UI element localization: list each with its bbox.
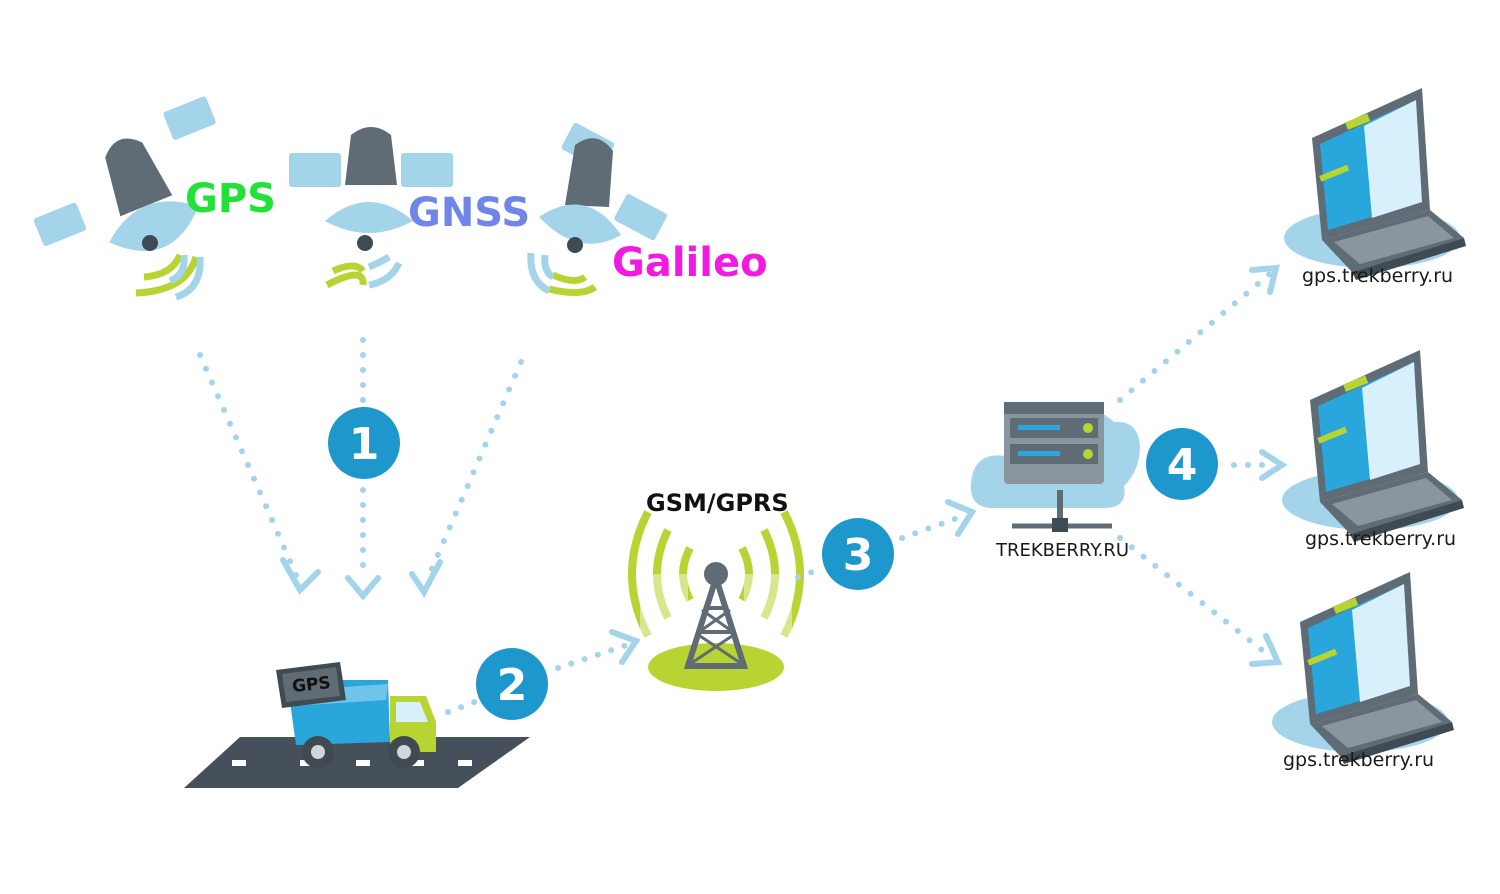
step-2-number: 2	[497, 660, 528, 711]
vehicle-tracker	[184, 662, 530, 788]
server-to-clients-arrows	[1117, 264, 1288, 667]
server-cloud	[970, 402, 1140, 532]
server-label: TREKBERRY.RU	[995, 540, 1129, 561]
step-2-badge: 2	[476, 648, 548, 720]
step-3-number: 3	[843, 530, 874, 581]
gsm-tower	[628, 510, 804, 691]
truck-gps-badge: GPS	[291, 673, 332, 697]
galileo-label: Galileo	[612, 240, 768, 286]
galileo-satellite	[527, 122, 668, 296]
gps-satellite	[33, 95, 217, 301]
step-3-badge: 3	[822, 518, 894, 590]
step-1-badge: 1	[328, 407, 400, 479]
client-laptop-1	[1284, 88, 1466, 280]
gps-label: GPS	[185, 176, 276, 222]
step-4-badge: 4	[1146, 428, 1218, 500]
client-label-2: gps.trekberry.ru	[1305, 528, 1456, 550]
step-1-number: 1	[349, 419, 380, 470]
step-4-number: 4	[1167, 440, 1198, 491]
gnss-satellite	[289, 127, 453, 289]
gnss-label: GNSS	[408, 190, 530, 236]
client-laptop-3	[1272, 572, 1454, 764]
client-laptop-2	[1282, 350, 1464, 542]
gsm-gprs-label: GSM/GPRS	[646, 489, 789, 517]
tower-to-server-arrow	[795, 499, 977, 580]
client-label-3: gps.trekberry.ru	[1283, 749, 1434, 771]
client-label-1: gps.trekberry.ru	[1302, 265, 1453, 287]
truck-to-tower-arrow	[445, 629, 641, 715]
